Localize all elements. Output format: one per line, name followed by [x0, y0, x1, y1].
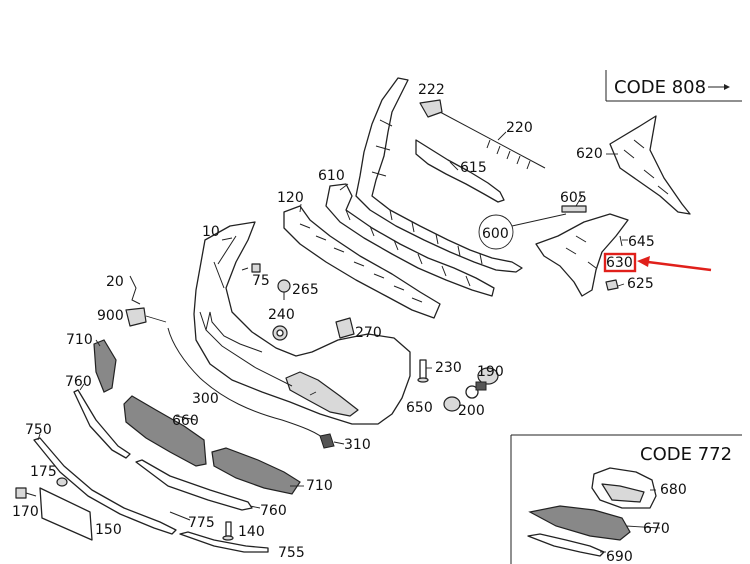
- part-140-pin: [222, 521, 234, 541]
- callout-220: 220: [506, 120, 533, 136]
- part-175-screw: [56, 477, 68, 487]
- callout-660: 660: [172, 413, 199, 429]
- part-625-clip: [605, 279, 619, 291]
- callout-222: 222: [418, 82, 445, 98]
- callout-150: 150: [95, 522, 122, 538]
- callout-240: 240: [268, 307, 295, 323]
- callout-230: 230: [435, 360, 462, 376]
- part-650-grommet: [443, 396, 461, 412]
- code-772-panel: CODE 772: [510, 434, 742, 564]
- callout-190: 190: [477, 364, 504, 380]
- callout-610: 610: [318, 168, 345, 184]
- callout-120: 120: [277, 190, 304, 206]
- code-808-label: CODE 808: [614, 77, 706, 98]
- part-222-clip: [419, 99, 443, 118]
- part-265-bolt: [277, 279, 291, 300]
- callout-630: 630: [606, 255, 633, 271]
- part-600-mount-assembly: [535, 213, 629, 297]
- part-170-bolt: [15, 487, 37, 499]
- part-605-clip: [561, 205, 587, 213]
- callout-labels: 10 20 75 120 140 150 170 175 190 200 220…: [12, 82, 687, 564]
- callout-310: 310: [344, 437, 371, 453]
- callout-710-left: 710: [66, 332, 93, 348]
- part-760-left-trim: [73, 389, 131, 459]
- part-230-pin: [417, 359, 429, 383]
- callout-20: 20: [106, 274, 124, 290]
- callout-625: 625: [627, 276, 654, 292]
- part-750-lower-strip: [33, 437, 177, 535]
- code-808-panel: CODE 808: [605, 70, 742, 102]
- callout-620: 620: [576, 146, 603, 162]
- arrow-right-icon: [724, 84, 730, 90]
- code-772-label: CODE 772: [640, 444, 732, 465]
- callout-760-right: 760: [260, 503, 287, 519]
- part-710-left-grille: [93, 339, 117, 393]
- part-645-pin: [619, 235, 623, 247]
- part-10-bumper-cover: [193, 221, 411, 425]
- part-300-wiring-harness: [167, 327, 329, 443]
- part-760-right-trim: [135, 459, 253, 511]
- part-240-nut: [272, 325, 288, 341]
- callout-650: 650: [406, 400, 433, 416]
- part-310-clip: [319, 433, 335, 449]
- callout-760-left: 760: [65, 374, 92, 390]
- part-660-center-grille: [123, 395, 207, 467]
- part-690-trim: [527, 533, 605, 557]
- part-200-ring: [465, 385, 479, 399]
- callout-900: 900: [97, 308, 124, 324]
- part-600-callout-circle: [478, 214, 514, 250]
- part-610-lower-support: [325, 183, 495, 297]
- callout-670: 670: [643, 521, 670, 537]
- part-670-fog-grille: [528, 505, 631, 541]
- callout-300: 300: [192, 391, 219, 407]
- part-900-sensor-bracket: [125, 307, 147, 327]
- callout-710-right: 710: [306, 478, 333, 494]
- callout-775: 775: [188, 515, 215, 531]
- part-75-screw: [241, 263, 261, 273]
- part-775-clip: [169, 511, 191, 521]
- part-620-side-bracket: [609, 115, 691, 215]
- part-630-highlight-box: [603, 252, 637, 273]
- callout-170: 170: [12, 504, 39, 520]
- callout-265: 265: [292, 282, 319, 298]
- callout-755: 755: [278, 545, 305, 561]
- arrow-left-icon: [637, 256, 650, 267]
- highlight-arrow-line: [647, 260, 712, 272]
- callout-750: 750: [25, 422, 52, 438]
- callout-140: 140: [238, 524, 265, 540]
- leader-lines: [37, 131, 661, 553]
- callout-680: 680: [660, 482, 687, 498]
- callout-645: 645: [628, 234, 655, 250]
- part-270-pad: [335, 317, 355, 339]
- part-610-upper-support: [355, 77, 523, 273]
- part-150-license-plate-bracket: [39, 487, 93, 541]
- part-10-headlight-washer-cutout: [285, 371, 359, 417]
- callout-270: 270: [355, 325, 382, 341]
- callout-600: 600: [482, 226, 509, 242]
- callout-10: 10: [202, 224, 220, 240]
- part-120-energy-absorber: [283, 205, 441, 319]
- part-190-sensor: [475, 367, 499, 391]
- part-220-trim-strip: [439, 111, 546, 170]
- callout-175: 175: [30, 464, 57, 480]
- callout-75: 75: [252, 273, 270, 289]
- callout-690: 690: [606, 549, 633, 564]
- part-615-bracket: [415, 139, 505, 203]
- callout-605: 605: [560, 190, 587, 206]
- part-710-right-grille: [211, 447, 301, 495]
- part-755-lower-lip: [179, 531, 269, 553]
- callout-200: 200: [458, 403, 485, 419]
- callout-615: 615: [460, 160, 487, 176]
- part-20-bracket: [129, 275, 141, 305]
